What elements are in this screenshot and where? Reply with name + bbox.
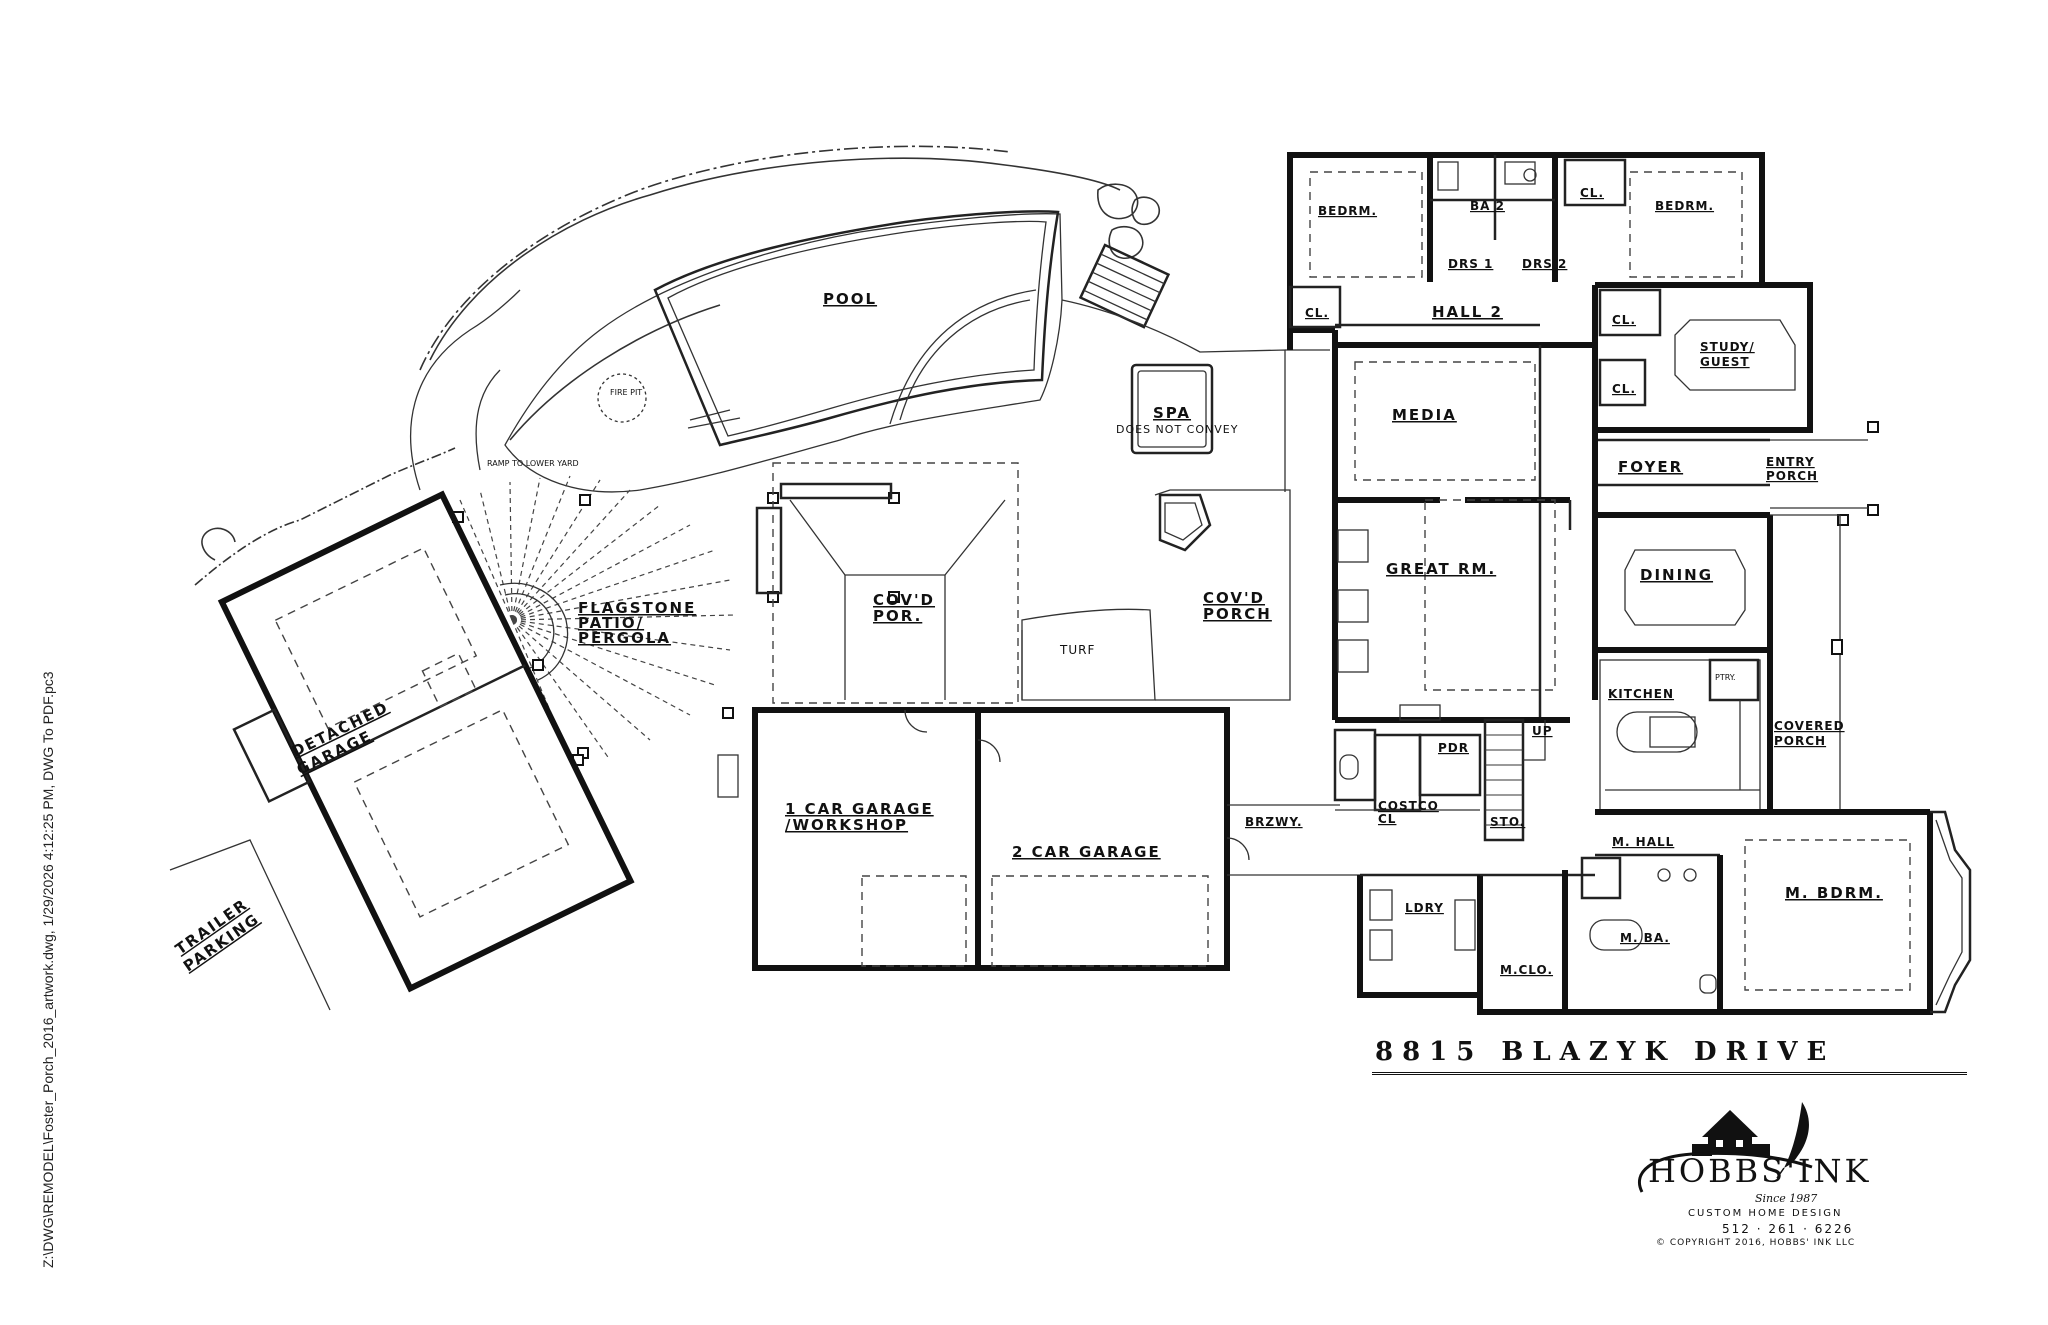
label-garage-2: 2 CAR GARAGE bbox=[1012, 843, 1161, 861]
label-hall2: HALL 2 bbox=[1432, 303, 1503, 321]
logo-name: HOBBS'INK bbox=[1648, 1152, 1872, 1190]
label-entry-porch-2: PORCH bbox=[1766, 469, 1818, 483]
label-study-2: GUEST bbox=[1700, 355, 1750, 369]
label-cl-a: CL. bbox=[1305, 306, 1329, 320]
hobbs-ink-logo-icon bbox=[1638, 1102, 1813, 1193]
label-flagstone-2: PATIO/ bbox=[578, 614, 644, 632]
label-cl-c: CL. bbox=[1612, 313, 1636, 327]
label-m-bdrm: M. BDRM. bbox=[1785, 884, 1883, 902]
project-title: 8815 BLAZYK DRIVE bbox=[1375, 1037, 1836, 1067]
label-m-clo: M.CLO. bbox=[1500, 963, 1553, 977]
label-m-hall: M. HALL bbox=[1612, 835, 1674, 849]
trailer-parking-outline bbox=[169, 839, 331, 1011]
label-drs1: DRS 1 bbox=[1448, 257, 1493, 271]
label-kitchen: KITCHEN bbox=[1608, 687, 1674, 701]
label-covered-porch-1: COVERED bbox=[1774, 719, 1845, 733]
label-covd-por-1: COV'D bbox=[873, 591, 935, 609]
room-labels: POOL FIRE PIT RAMP TO LOWER YARD SPA DOE… bbox=[172, 186, 1883, 977]
label-spa: SPA bbox=[1153, 404, 1191, 422]
label-turf: TURF bbox=[1059, 643, 1095, 657]
label-costco-2: CL bbox=[1378, 812, 1396, 826]
title-underline bbox=[1372, 1072, 1967, 1075]
label-cl-b: CL. bbox=[1580, 186, 1604, 200]
label-breezeway: BRZWY. bbox=[1245, 815, 1303, 829]
covered-porch-left bbox=[755, 462, 1023, 704]
label-flagstone-3: PERGOLA bbox=[578, 629, 671, 647]
label-ba2: BA 2 bbox=[1470, 199, 1505, 213]
label-spa-note: DOES NOT CONVEY bbox=[1116, 423, 1238, 436]
label-m-ba: M. BA. bbox=[1620, 931, 1670, 945]
label-study-1: STUDY/ bbox=[1700, 340, 1755, 354]
label-pool: POOL bbox=[823, 290, 877, 308]
file-path-sidebar: Z:\DWG\REMODEL\Foster_Porch_2016_artwork… bbox=[40, 671, 56, 1268]
label-drs2: DRS 2 bbox=[1522, 257, 1567, 271]
label-pdr: PDR bbox=[1438, 741, 1469, 755]
turf-covdporch bbox=[1021, 489, 1291, 701]
logo-tagline: CUSTOM HOME DESIGN bbox=[1688, 1208, 1843, 1219]
label-up: UP bbox=[1532, 724, 1553, 738]
label-garage-1-a: 1 CAR GARAGE bbox=[785, 800, 934, 818]
label-fire-pit: FIRE PIT bbox=[610, 388, 642, 397]
logo-phone: 512 · 261 · 6226 bbox=[1722, 1222, 1854, 1236]
label-media: MEDIA bbox=[1392, 406, 1457, 424]
label-pantry: PTRY. bbox=[1715, 673, 1736, 682]
attached-garages bbox=[717, 707, 1370, 971]
pool-area bbox=[410, 145, 1330, 493]
label-foyer: FOYER bbox=[1618, 458, 1683, 476]
label-costco-1: COSTCO bbox=[1378, 799, 1439, 813]
label-entry-porch-1: ENTRY bbox=[1766, 455, 1815, 469]
label-cl-d: CL. bbox=[1612, 382, 1636, 396]
flagstone-patio-pergola bbox=[452, 475, 900, 771]
logo-copyright: © COPYRIGHT 2016, HOBBS' INK LLC bbox=[1656, 1238, 1856, 1248]
label-bedrm-right: BEDRM. bbox=[1655, 199, 1714, 213]
main-house bbox=[1287, 152, 1972, 1015]
label-covd-por-2: POR. bbox=[873, 607, 922, 625]
label-covd-porch-1: COV'D bbox=[1203, 589, 1265, 607]
label-covered-porch-2: PORCH bbox=[1774, 734, 1826, 748]
landscape-left bbox=[194, 447, 456, 586]
label-garage-1-b: /WORKSHOP bbox=[785, 816, 908, 834]
label-ldry: LDRY bbox=[1405, 901, 1444, 915]
detached-garage bbox=[217, 490, 635, 993]
label-sto: STO. bbox=[1490, 815, 1525, 829]
label-ramp: RAMP TO LOWER YARD bbox=[487, 459, 579, 468]
label-flagstone-1: FLAGSTONE bbox=[578, 599, 696, 617]
label-dining: DINING bbox=[1640, 566, 1713, 584]
label-great-rm: GREAT RM. bbox=[1386, 560, 1496, 578]
logo-since: Since 1987 bbox=[1755, 1192, 1818, 1205]
label-covd-porch-2: PORCH bbox=[1203, 605, 1272, 623]
label-bedrm-left: BEDRM. bbox=[1318, 204, 1377, 218]
